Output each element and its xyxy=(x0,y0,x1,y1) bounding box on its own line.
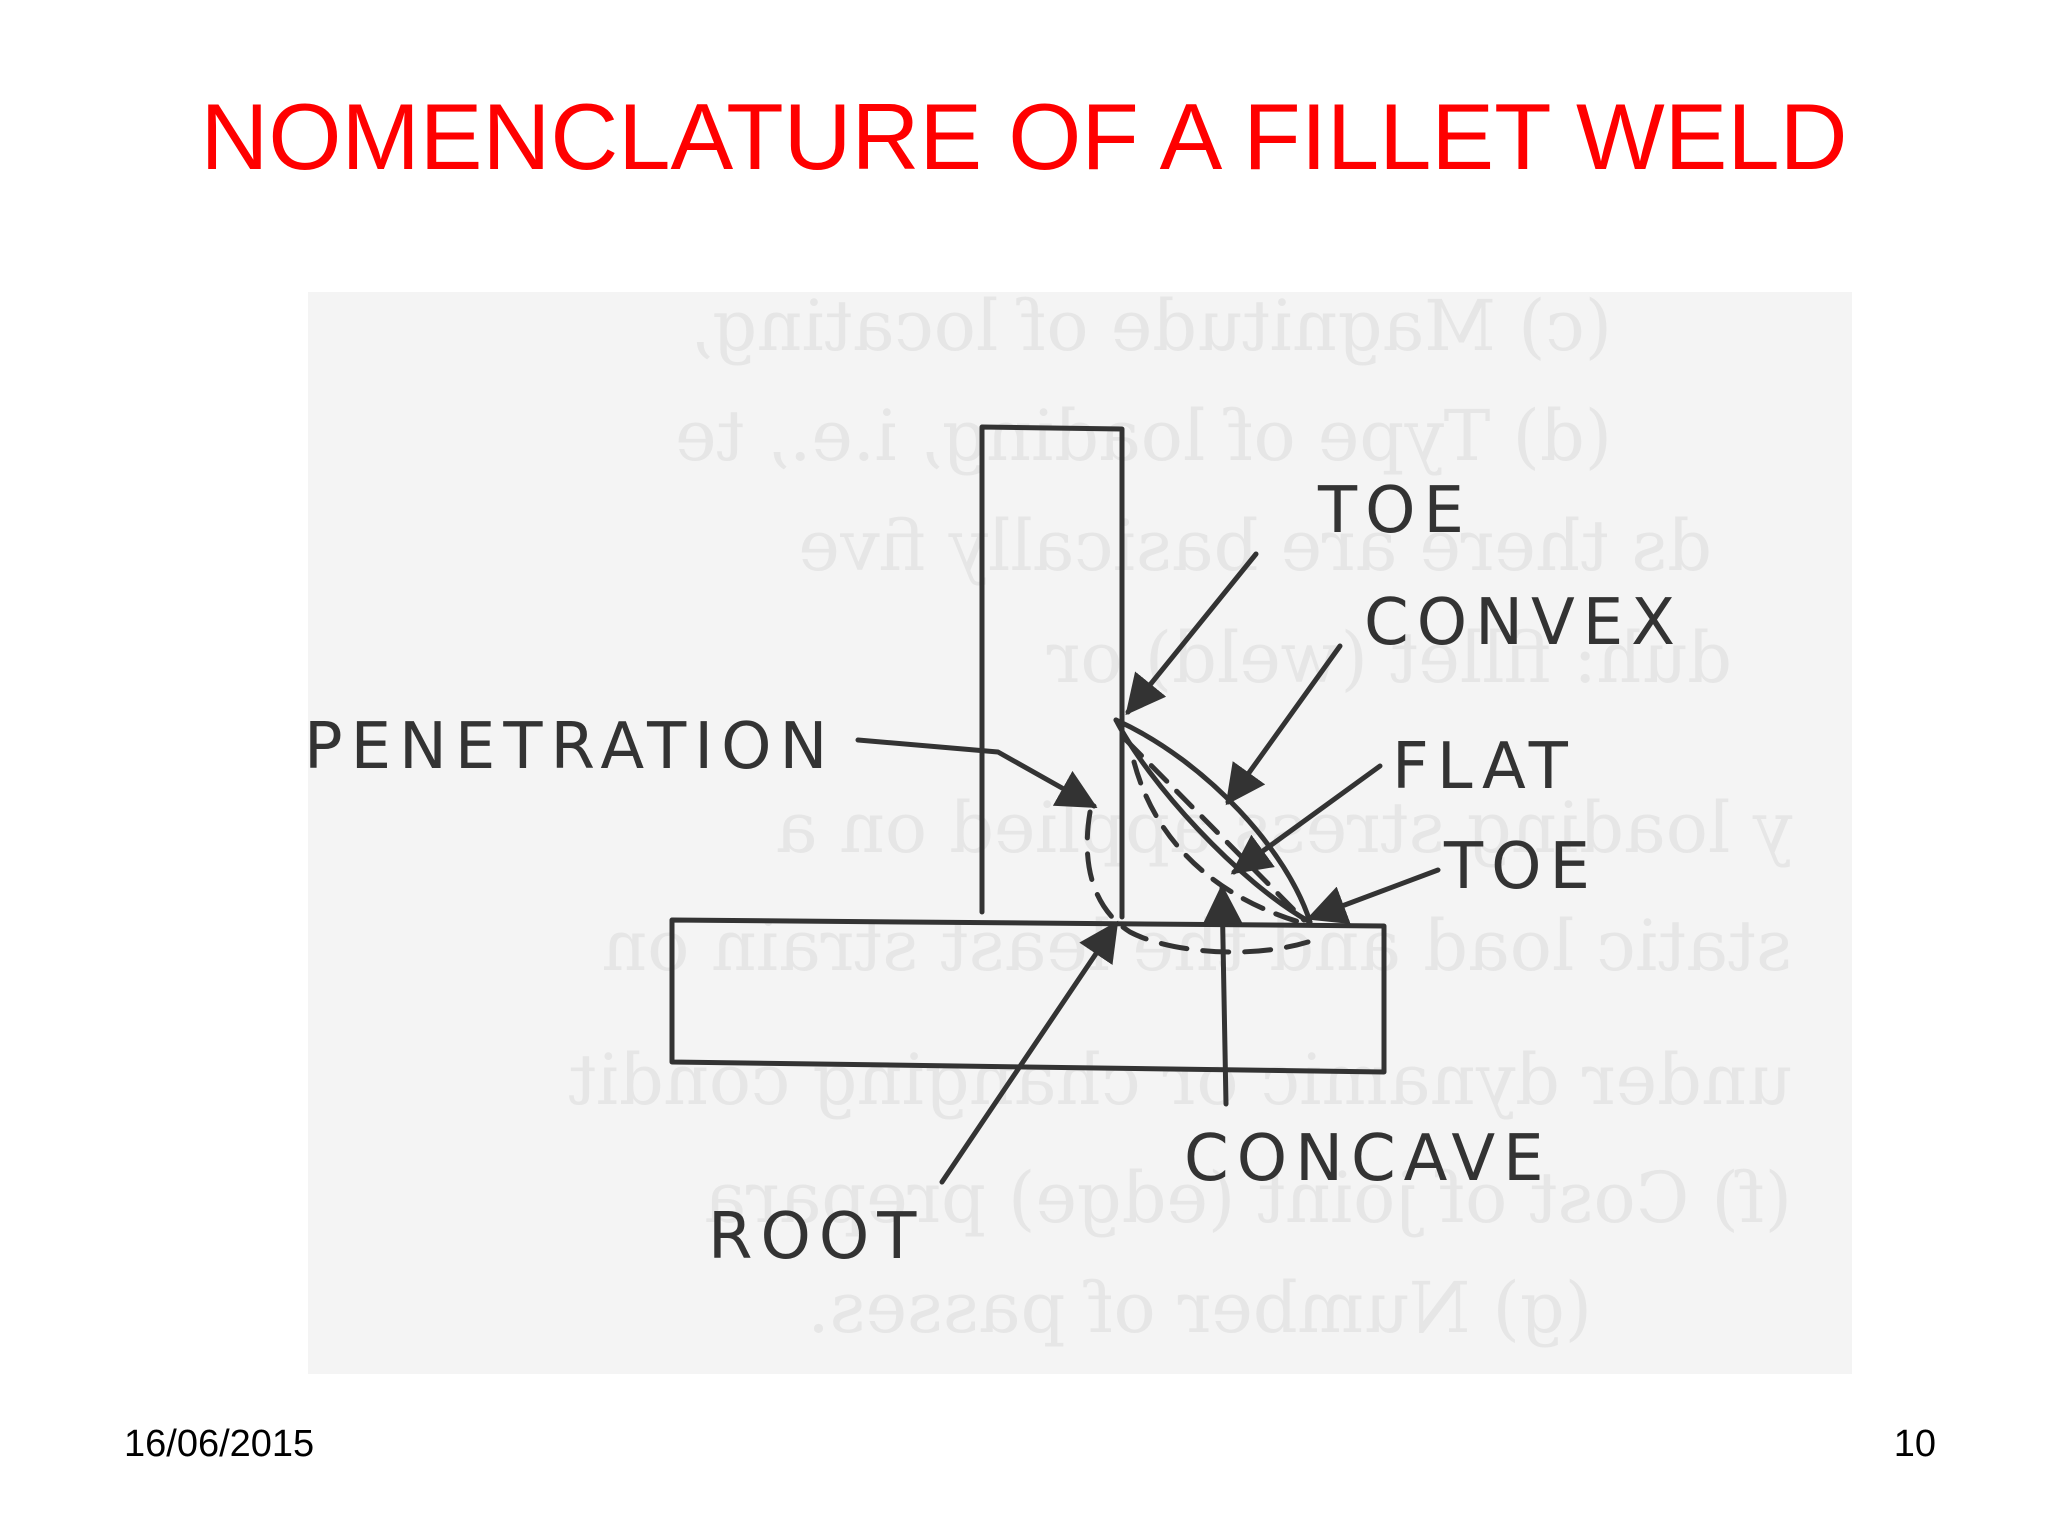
bleed-line-3: ds there are basically five xyxy=(798,505,1712,587)
weld-penetration-profile xyxy=(1084,809,1311,955)
root-leader xyxy=(939,920,1119,1185)
vertical-plate xyxy=(979,424,1125,920)
fillet-weld-figure: (c) Magnitude of locating, (d) Type of l… xyxy=(308,292,1852,1374)
toe-bottom-leader xyxy=(1306,867,1441,925)
bleed-line-7: under dynamic or changing condit xyxy=(568,1039,1792,1121)
slide-title: NOMENCLATURE OF A FILLET WELD xyxy=(200,84,1848,189)
convex-leader xyxy=(1225,643,1343,806)
label-penetration: PENETRATION xyxy=(308,710,835,784)
slide-date: 16/06/2015 xyxy=(124,1423,315,1465)
bleed-through-text: (c) Magnitude of locating, (d) Type of l… xyxy=(568,292,1793,1349)
label-root: ROOT xyxy=(708,1200,924,1274)
concave-leader xyxy=(1202,884,1243,1107)
bleed-line-8: (f) Cost of joint (edge) prepara xyxy=(704,1157,1792,1239)
label-concave: CONCAVE xyxy=(1184,1122,1552,1196)
bleed-line-6: static load and the least strain on xyxy=(602,905,1792,987)
label-flat: FLAT xyxy=(1392,730,1576,804)
flat-leader xyxy=(1230,763,1383,875)
bleed-line-2: (d) Type of loading, i.e., te xyxy=(675,395,1612,477)
penetration-leader xyxy=(855,737,1098,809)
label-toe-bottom: TOE xyxy=(1443,830,1598,904)
base-plate xyxy=(669,917,1387,1075)
toe-top-leader xyxy=(1125,551,1259,716)
bleed-line-1: (c) Magnitude of locating, xyxy=(690,292,1612,367)
bleed-line-9: (g) Number of passes. xyxy=(807,1267,1592,1349)
bleed-line-5: y loading stress applied on a xyxy=(776,787,1793,869)
label-toe-top: TOE xyxy=(1317,474,1472,548)
label-convex: CONVEX xyxy=(1364,586,1683,660)
weld-flat-profile xyxy=(1123,737,1307,923)
weld-convex-outer xyxy=(1113,717,1313,925)
fillet-weld-diagram: (c) Magnitude of locating, (d) Type of l… xyxy=(308,292,1793,1349)
slide-page-number: 10 xyxy=(1893,1423,1936,1465)
weld-concave-profile xyxy=(1131,759,1309,927)
